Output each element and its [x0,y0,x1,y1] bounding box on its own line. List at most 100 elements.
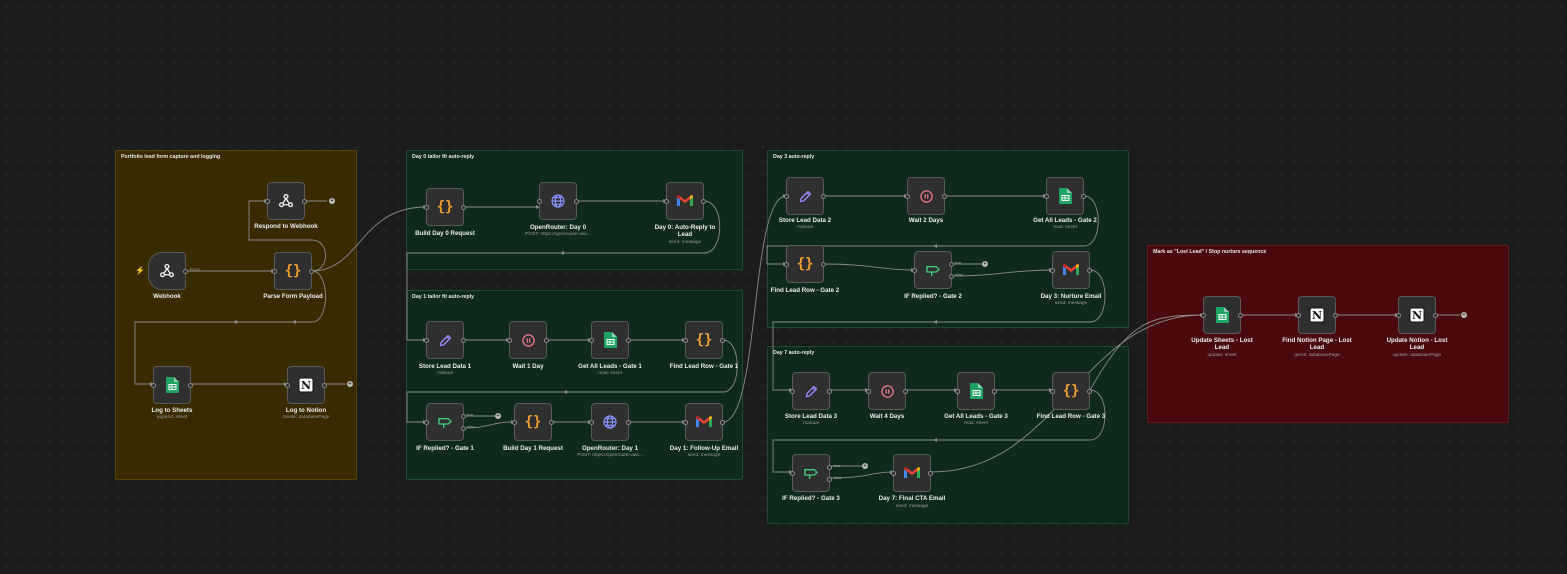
input-port[interactable] [151,383,156,388]
output-port[interactable] [942,194,947,199]
node-update-sheets-lost-lead[interactable] [1201,296,1243,334]
input-port[interactable] [1296,313,1301,318]
output-port[interactable] [188,383,193,388]
input-port[interactable] [589,338,594,343]
node-if-replied-gate3[interactable] [790,454,832,492]
output-port[interactable] [574,199,579,204]
node-find-notion-page-lost-lead[interactable]: N [1296,296,1338,334]
node-openrouter-day0[interactable] [537,182,579,220]
output-port[interactable] [544,338,549,343]
output-port[interactable] [903,389,908,394]
true-output-port[interactable] [461,414,466,419]
false-output-port[interactable] [949,274,954,279]
add-node-plus-icon[interactable]: + [982,261,988,267]
input-port[interactable] [1201,313,1206,318]
node-if-replied-gate2[interactable] [912,251,954,289]
node-webhook[interactable] [148,252,188,290]
false-output-port[interactable] [461,426,466,431]
output-port[interactable] [322,383,327,388]
output-port[interactable] [1087,268,1092,273]
add-node-plus-icon[interactable]: + [862,463,868,469]
node-get-all-leads-gate3[interactable] [955,372,997,410]
node-wait-2-days[interactable] [905,177,947,215]
node-wait-1-day[interactable] [507,321,549,359]
input-port[interactable] [790,389,795,394]
node-parse-form-payload[interactable]: {} [272,252,314,290]
node-log-to-notion[interactable]: N [285,366,327,404]
input-port[interactable] [424,338,429,343]
add-node-plus-icon[interactable]: + [495,413,501,419]
node-find-lead-row-gate2[interactable]: {} [784,245,826,283]
input-port[interactable] [507,338,512,343]
input-port[interactable] [285,383,290,388]
input-port[interactable] [265,199,270,204]
node-respond-to-webhook[interactable] [265,182,307,220]
add-node-plus-icon[interactable]: + [1461,312,1467,318]
output-port[interactable] [720,338,725,343]
node-store-lead-data-3[interactable] [790,372,832,410]
output-port[interactable] [626,420,631,425]
input-port[interactable] [424,205,429,210]
input-port[interactable] [955,389,960,394]
node-store-lead-data-1[interactable] [424,321,466,359]
output-port[interactable] [1238,313,1243,318]
node-day7-final-cta[interactable] [891,454,933,492]
node-get-all-leads-gate1[interactable] [589,321,631,359]
output-port[interactable] [1433,313,1438,318]
input-port[interactable] [424,420,429,425]
input-port[interactable] [784,262,789,267]
node-day0-auto-reply[interactable] [664,182,706,220]
output-port[interactable] [720,420,725,425]
input-port[interactable] [512,420,517,425]
group-lost-lead[interactable]: Mark as "Lost Lead" / Stop nurture seque… [1147,245,1509,423]
input-port[interactable] [1044,194,1049,199]
output-port[interactable] [461,205,466,210]
input-port[interactable] [866,389,871,394]
output-port[interactable] [626,338,631,343]
node-openrouter-day1[interactable] [589,403,631,441]
output-port[interactable] [821,194,826,199]
input-port[interactable] [1396,313,1401,318]
true-output-port[interactable] [827,465,832,470]
output-port[interactable] [309,269,314,274]
node-build-day0-request[interactable]: {} [424,188,466,226]
node-wait-4-days[interactable] [866,372,908,410]
node-find-lead-row-gate3[interactable]: {} [1050,372,1092,410]
input-port[interactable] [664,199,669,204]
output-port[interactable] [183,269,188,274]
input-port[interactable] [790,471,795,476]
node-day1-follow-up[interactable] [683,403,725,441]
input-port[interactable] [683,420,688,425]
true-output-port[interactable] [949,262,954,267]
input-port[interactable] [891,471,896,476]
add-node-plus-icon[interactable]: + [329,198,335,204]
input-port[interactable] [537,199,542,204]
false-output-port[interactable] [827,477,832,482]
output-port[interactable] [302,199,307,204]
output-port[interactable] [1333,313,1338,318]
input-port[interactable] [784,194,789,199]
group-lead-capture[interactable]: Portfolio lead form capture and logging [115,150,357,480]
node-find-lead-row-gate1[interactable]: {} [683,321,725,359]
node-update-notion-lost-lead[interactable]: N [1396,296,1438,334]
input-port[interactable] [589,420,594,425]
output-port[interactable] [1087,389,1092,394]
output-port[interactable] [1081,194,1086,199]
input-port[interactable] [683,338,688,343]
output-port[interactable] [827,389,832,394]
add-node-plus-icon[interactable]: + [347,381,353,387]
input-port[interactable] [1050,268,1055,273]
node-if-replied-gate1[interactable] [424,403,466,441]
input-port[interactable] [272,269,277,274]
input-port[interactable] [905,194,910,199]
input-port[interactable] [912,268,917,273]
output-port[interactable] [701,199,706,204]
node-day3-nurture-email[interactable] [1050,251,1092,289]
node-get-all-leads-gate2[interactable] [1044,177,1086,215]
node-store-lead-data-2[interactable] [784,177,826,215]
node-log-to-sheets[interactable] [151,366,193,404]
output-port[interactable] [821,262,826,267]
output-port[interactable] [549,420,554,425]
output-port[interactable] [461,338,466,343]
output-port[interactable] [928,471,933,476]
